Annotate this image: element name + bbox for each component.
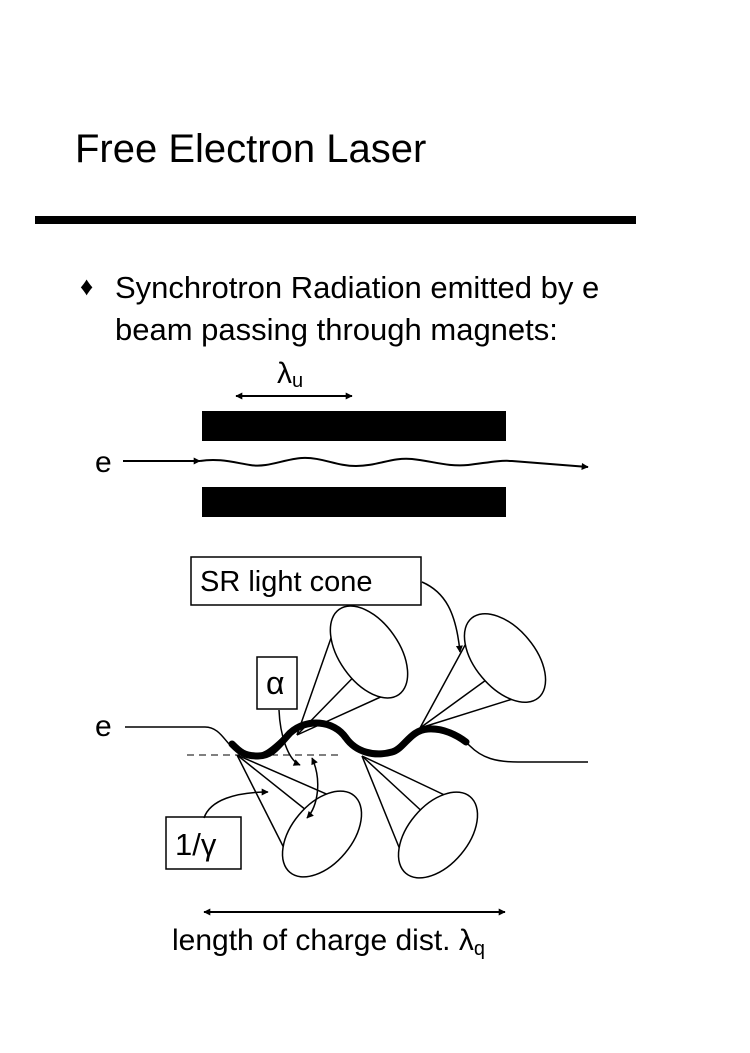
opening-angle-arc — [306, 757, 319, 819]
undulator-period-label: λu — [277, 357, 303, 392]
bullet-text-line-2: beam passing through magnets: — [115, 312, 558, 347]
emission-beam-label: e — [95, 710, 112, 743]
lower-light-cone-left — [236, 754, 363, 878]
diamond-bullet-icon: ♦ — [80, 271, 94, 301]
sr-light-cone-label-box: SR light cone — [190, 556, 422, 606]
lower-light-cone-right — [361, 755, 479, 879]
upper-magnet — [202, 411, 506, 441]
slide-title: Free Electron Laser — [75, 127, 427, 171]
beam-wiggle-trajectory — [199, 456, 589, 470]
lower-magnet — [202, 487, 506, 517]
bullet-text-line-1: Synchrotron Radiation emitted by e — [115, 270, 600, 305]
sr-light-cone-label: SR light cone — [200, 566, 373, 598]
undulator-beam-label: e — [95, 446, 112, 479]
charge-distribution-segment — [228, 719, 470, 760]
charge-length-label: length of charge dist. λq — [172, 924, 485, 960]
alpha-label: α — [266, 665, 285, 701]
upper-light-cone-left — [296, 605, 409, 736]
alpha-label-box: α — [256, 656, 298, 710]
upper-light-cone-right — [419, 612, 547, 729]
gamma-callout-arrow — [203, 788, 269, 819]
title-rule — [35, 216, 636, 224]
alpha-callout-arrow — [278, 709, 301, 766]
cone-callout-arrow — [421, 581, 463, 653]
electron-oscillating-trajectory — [125, 721, 588, 763]
gamma-label: 1/γ — [175, 827, 217, 862]
gamma-label-box: 1/γ — [165, 816, 242, 870]
undulator-period-marker: λu — [235, 357, 353, 400]
